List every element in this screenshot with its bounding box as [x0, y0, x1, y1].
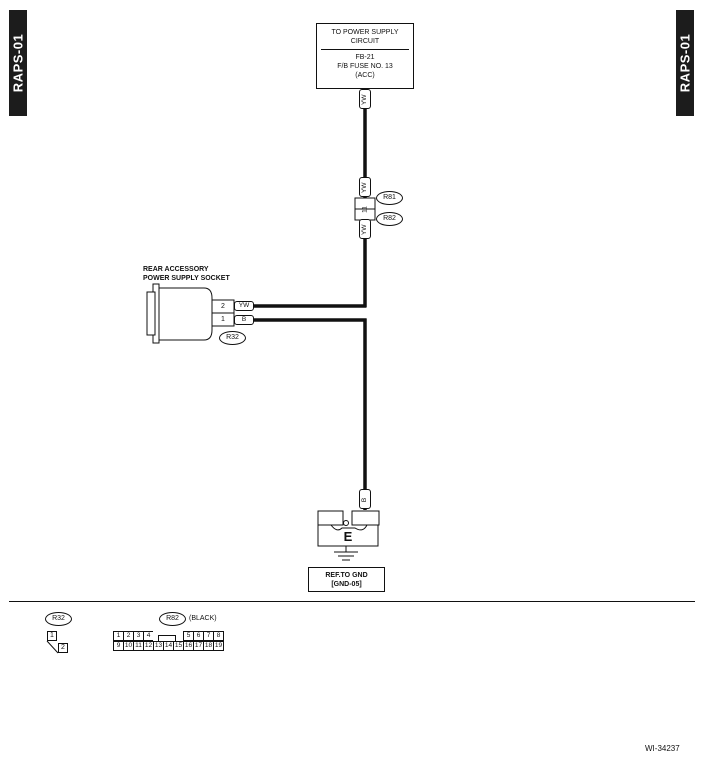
- wire-tag-upper-mid: YW: [359, 177, 371, 197]
- legend-r82-bottom-row: 9 10 11 12 13 14 15 16 17 18 19: [113, 641, 224, 651]
- socket-pin-2: 2: [221, 303, 225, 310]
- power-supply-fuse: FB-21 F/B FUSE NO. 13 (ACC): [337, 54, 393, 79]
- legend-r32-outline: [46, 640, 59, 654]
- legend-r32-pin1: 1: [47, 631, 57, 641]
- socket-pin-1: 1: [221, 316, 225, 323]
- power-supply-title: TO POWER SUPPLY CIRCUIT: [331, 29, 399, 45]
- legend-r82-top-row: 1 2 3 4 5 6 7 8: [113, 631, 224, 642]
- figure-id: WI-34237: [645, 744, 680, 753]
- ground-ref-line1: REF.TO GND: [325, 572, 368, 579]
- wire-tag-socket-pin2: YW: [234, 301, 254, 311]
- socket-label: REAR ACCESSORY POWER SUPPLY SOCKET: [143, 266, 230, 282]
- r82-pin: 19: [213, 641, 224, 651]
- legend-r82-color: (BLACK): [189, 615, 217, 622]
- legend-r32-label: R32: [45, 612, 72, 626]
- power-box-divider: [321, 49, 409, 50]
- ground-terminal: [317, 510, 380, 547]
- r82-key-slot: [158, 635, 176, 642]
- legend-r82-label: R82: [159, 612, 186, 626]
- legend-r32-pin2: 2: [58, 643, 68, 653]
- side-tab-right: RAPS-01: [676, 10, 694, 116]
- wire-tag-socket-pin1: B: [234, 315, 254, 325]
- connector-r81-label: R81: [376, 191, 403, 205]
- socket-body: [146, 283, 235, 344]
- ground-letter: E: [343, 529, 353, 544]
- wire-tag-lower-mid: YW: [359, 219, 371, 239]
- wire-tag-ground: B: [359, 489, 371, 509]
- side-tab-left: RAPS-01: [9, 10, 27, 116]
- wire-tag-top: YW: [359, 89, 371, 109]
- r82-pin: 8: [213, 631, 224, 641]
- ground-reference-box: REF.TO GND [GND-05]: [308, 567, 385, 592]
- ground-ref-line2: [GND-05]: [331, 581, 362, 588]
- connector-r82-label: R82: [376, 212, 403, 226]
- r82-pin-gap: [153, 631, 182, 642]
- r82-pin-number: 11: [361, 206, 369, 213]
- legend-divider: [9, 601, 695, 602]
- power-supply-box: TO POWER SUPPLY CIRCUIT FB-21 F/B FUSE N…: [316, 23, 414, 89]
- connector-r32-label: R32: [219, 331, 246, 345]
